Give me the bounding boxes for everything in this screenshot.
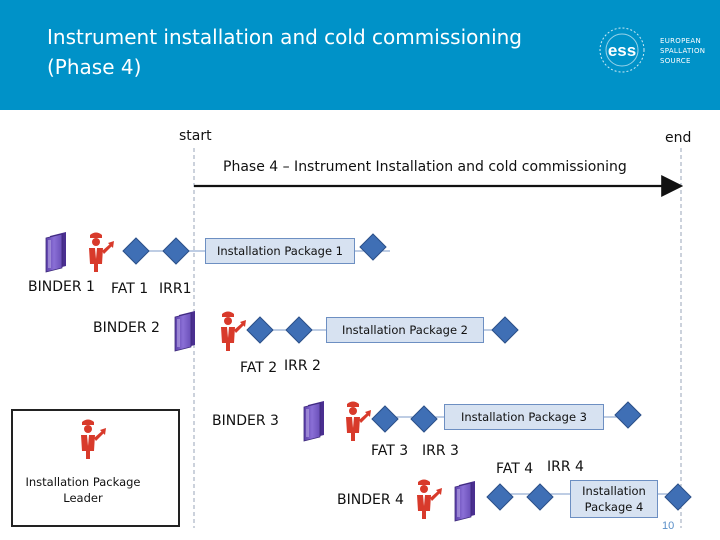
milestone-diamond-icon	[371, 405, 399, 433]
legend-worker-icon	[81, 419, 106, 459]
milestone-diamond-icon	[410, 405, 438, 433]
legend-line-1: Installation Package	[25, 475, 141, 489]
installation-package-3: Installation Package 3	[444, 404, 604, 430]
irr-1-label: IRR1	[159, 281, 192, 297]
milestone-diamond-icon	[526, 483, 554, 511]
title-line-2: (Phase 4)	[47, 55, 142, 79]
binder-icon	[454, 480, 476, 522]
milestone-diamond-icon	[285, 316, 313, 344]
end-label: end	[665, 130, 692, 146]
package-4-line-1: Installation	[582, 484, 646, 498]
fat-4-label: FAT 4	[496, 461, 534, 477]
fat-2-label: FAT 2	[240, 360, 278, 376]
binder-icon	[303, 400, 325, 442]
legend-box	[11, 409, 180, 527]
logo-line-3: SOURCE	[660, 57, 691, 65]
binder-1-label: BINDER 1	[28, 279, 95, 295]
worker-icon	[89, 232, 114, 272]
start-label: start	[179, 128, 212, 144]
worker-icon	[221, 311, 246, 351]
binder-2-label: BINDER 2	[93, 320, 160, 336]
milestone-diamond-icon	[491, 316, 519, 344]
installation-package-2: Installation Package 2	[326, 317, 484, 343]
logo-line-2: SPALLATION	[660, 47, 706, 55]
milestone-diamond-icon	[359, 233, 387, 261]
milestone-diamond-icon	[162, 237, 190, 265]
milestone-diamond-icon	[122, 237, 150, 265]
legend-label: Installation Package Leader	[14, 474, 152, 506]
page-number: 10	[662, 520, 675, 532]
legend-line-2: Leader	[63, 491, 103, 505]
title-line-1: Instrument installation and cold commiss…	[47, 25, 522, 49]
header-banner	[0, 0, 720, 110]
irr-4-label: IRR 4	[547, 459, 584, 475]
binder-icon	[45, 231, 67, 273]
binder-4-label: BINDER 4	[337, 492, 404, 508]
installation-package-4: Installation Package 4	[570, 480, 658, 518]
milestone-diamond-icon	[664, 483, 692, 511]
binder-3-label: BINDER 3	[212, 413, 279, 429]
milestone-diamond-icon	[486, 483, 514, 511]
milestone-diamond-icon	[246, 316, 274, 344]
worker-icon	[417, 479, 442, 519]
logo-mark: ess	[608, 41, 636, 60]
worker-icon	[346, 401, 371, 441]
ess-logo: ess	[599, 27, 645, 73]
fat-1-label: FAT 1	[111, 281, 149, 297]
milestone-diamond-icon	[614, 401, 642, 429]
irr-2-label: IRR 2	[284, 358, 321, 374]
irr-3-label: IRR 3	[422, 443, 459, 459]
slide-title: Instrument installation and cold commiss…	[47, 22, 522, 82]
fat-3-label: FAT 3	[371, 443, 409, 459]
package-4-line-2: Package 4	[584, 500, 644, 514]
installation-package-1: Installation Package 1	[205, 238, 355, 264]
logo-wordmark: EUROPEAN SPALLATION SOURCE	[660, 36, 705, 66]
logo-line-1: EUROPEAN	[660, 37, 701, 45]
binder-icon	[174, 310, 196, 352]
phase-label: Phase 4 – Instrument Installation and co…	[223, 159, 627, 175]
